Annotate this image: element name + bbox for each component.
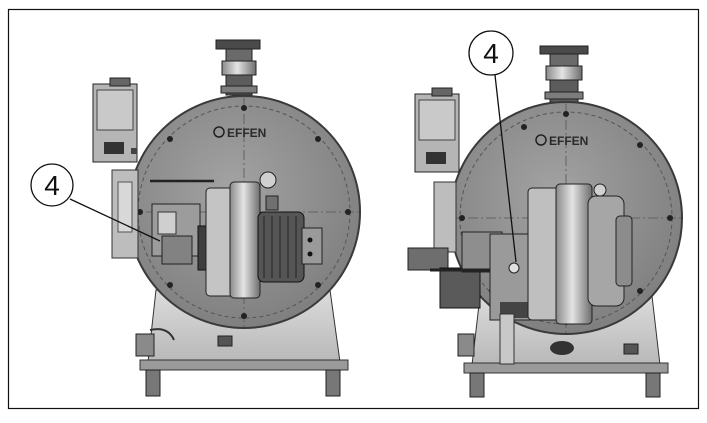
callout-number-left: 4 <box>44 170 60 201</box>
control-box-left <box>92 77 138 163</box>
boiler-view-right: EFFEN <box>407 30 683 398</box>
callout-number-right: 4 <box>483 38 499 69</box>
callout-left: 4 <box>30 163 161 242</box>
flue-stack-right <box>539 45 589 103</box>
brand-logo-right: EFFEN <box>535 134 588 148</box>
control-box-right <box>414 87 460 173</box>
callout-circle-right <box>468 30 514 76</box>
brand-logo-text-right: EFFEN <box>549 134 588 148</box>
boiler-view-left: EFFEN <box>30 39 361 397</box>
brand-logo-left: EFFEN <box>213 126 266 140</box>
burner-assembly-left <box>111 169 323 299</box>
brand-logo-text-left: EFFEN <box>227 126 266 140</box>
callout-right: 4 <box>468 30 517 263</box>
drum-bolts-left <box>137 105 351 319</box>
burner-assembly-right <box>407 181 633 365</box>
flue-stack-left <box>215 39 261 96</box>
callout-circle-left <box>30 163 74 207</box>
